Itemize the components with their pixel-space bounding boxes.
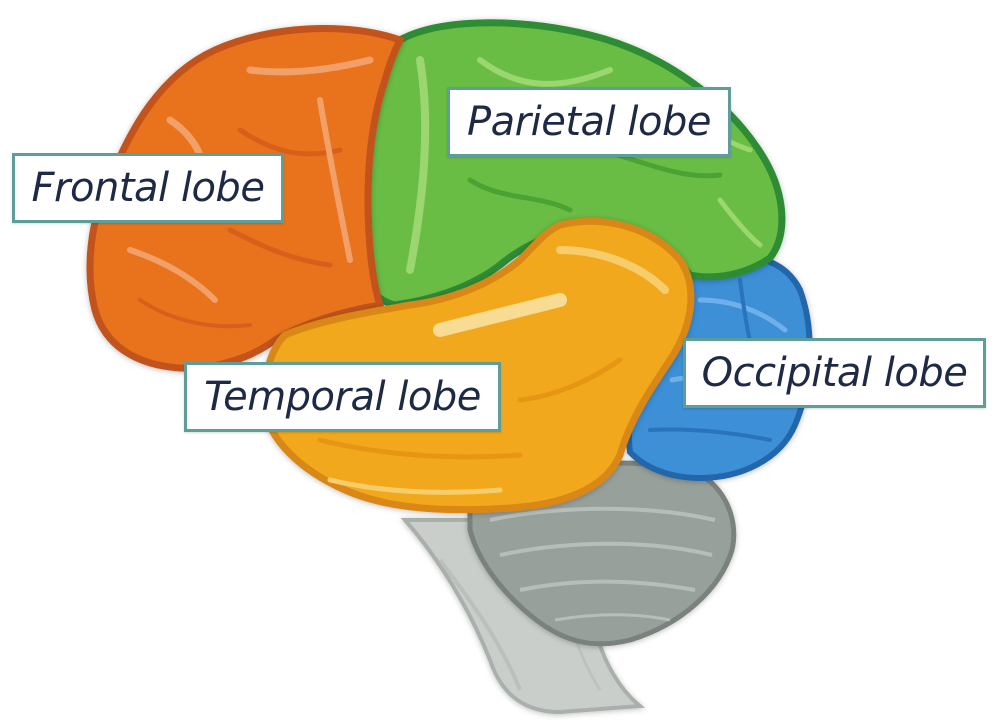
temporal-lobe-label: Temporal lobe [184, 362, 501, 432]
frontal-lobe-label: Frontal lobe [12, 153, 284, 223]
parietal-lobe-label: Parietal lobe [447, 87, 731, 157]
occipital-lobe-label: Occipital lobe [683, 338, 986, 408]
